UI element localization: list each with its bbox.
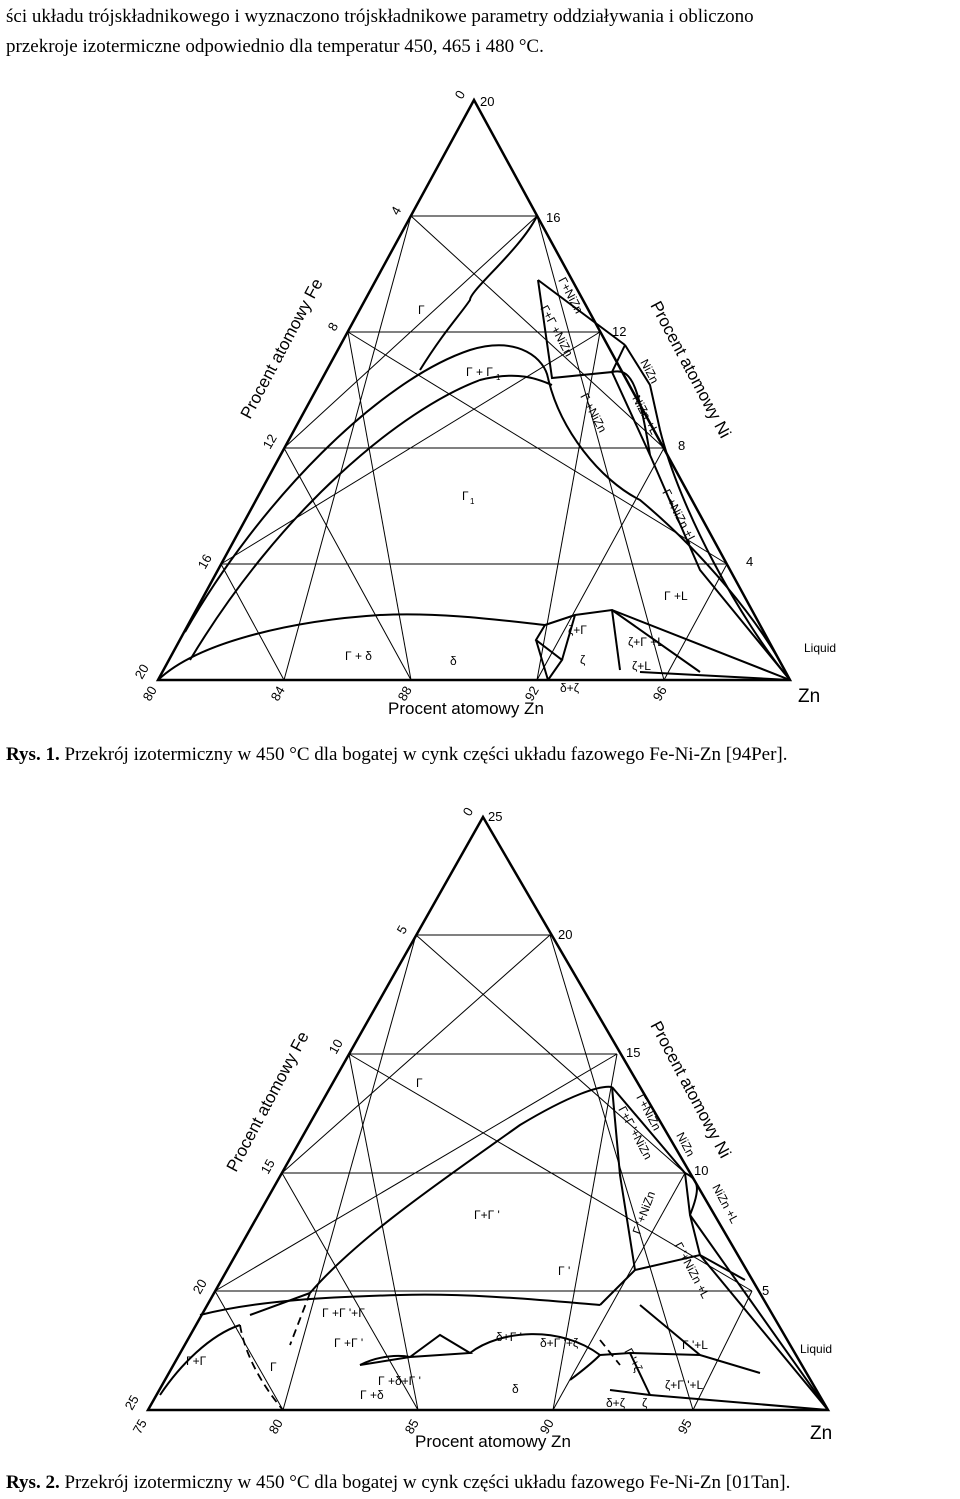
fig1-tick-bottom-88: 88 <box>395 683 415 703</box>
intro-line-1: ści układu trójskładnikowego i wyznaczon… <box>6 6 754 27</box>
fig2-phase-g1-d: Γ +δ <box>360 1388 384 1402</box>
fig2-phase-d-z: δ+ζ <box>606 1396 626 1410</box>
fig2-tick-left-5: 5 <box>394 923 411 937</box>
fig1-tick-left-4: 4 <box>388 204 405 218</box>
fig2-phase-g-g1-g1p: Γ +Γ '+Γ <box>322 1306 365 1320</box>
fig2-phase-z-g1p-l: ζ+Γ '+L <box>665 1378 704 1392</box>
fig2-liquid: Liquid <box>800 1342 832 1356</box>
fig2-tick-left-25: 25 <box>122 1392 142 1412</box>
fig1-tick-left-16: 16 <box>195 551 215 571</box>
fig2-axis-fe: Procent atomowy Fe <box>223 1028 313 1175</box>
fig1-axis-fe: Procent atomowy Fe <box>237 275 327 422</box>
fig1-tick-right-20: 20 <box>480 94 494 109</box>
fig2-phase-d-g1p-z: δ+Γ '+ζ <box>540 1336 579 1350</box>
figure-1-caption-label: Rys. 1. <box>6 744 60 765</box>
fig2-phase-g1-d-g1p: Γ +δ+Γ ' <box>378 1374 421 1388</box>
fig2-tick-left-10: 10 <box>326 1036 346 1056</box>
fig2-phase-nizn9-l: NiZn +L <box>709 1182 741 1226</box>
fig2-tick-left-0: 0 <box>460 805 477 819</box>
fig1-axis-zn: Procent atomowy Zn <box>388 699 544 718</box>
fig1-sub-1: 1 <box>496 373 501 382</box>
fig2-phase-gamma1: Γ <box>270 1360 277 1374</box>
fig2-corner-zn: Zn <box>810 1423 832 1444</box>
fig2-triangle <box>145 814 831 1412</box>
fig1-tick-right-4: 4 <box>746 554 753 569</box>
fig1-tick-left-20: 20 <box>132 661 152 681</box>
figure-2-caption: Rys. 2. Przekrój izotermiczny w 450 °C d… <box>6 1472 790 1494</box>
figure-1-caption: Rys. 1. Przekrój izotermiczny w 450 °C d… <box>6 744 787 766</box>
fig2-phase-g1p-nizn9-l: Γ '+NiZn +L <box>671 1240 712 1301</box>
fig2-phase-gamma-gamma1: Γ+Γ <box>186 1354 207 1368</box>
fig2-phase-gamma-gamma1p: Γ+Γ ' <box>474 1208 500 1222</box>
fig1-tick-bottom-96: 96 <box>650 683 670 703</box>
fig1-tick-left-8: 8 <box>325 320 342 334</box>
fig1-liquid: Liquid <box>804 641 836 655</box>
fig2-phase-g1-g1p: Γ +Γ ' <box>334 1336 363 1350</box>
fig2-tick-right-20: 20 <box>558 927 572 942</box>
fig1-phase-g-g1-nizn9: Γ+Γ +NiZn <box>537 303 576 359</box>
figure-1-caption-text: Przekrój izotermiczny w 450 °C dla bogat… <box>59 744 788 765</box>
fig2-phase-d-g1p: δ+Γ ' <box>496 1330 522 1344</box>
fig1-tick-bottom-80: 80 <box>140 683 160 703</box>
fig2-tick-left-15: 15 <box>258 1156 278 1176</box>
fig2-tick-bottom-80: 80 <box>266 1416 286 1436</box>
fig2-tick-bottom-90: 90 <box>537 1416 557 1436</box>
figure-2-caption-label: Rys. 2. <box>6 1472 60 1493</box>
fig2-tick-right-5: 5 <box>762 1283 769 1298</box>
fig2-tick-right-15: 15 <box>626 1045 640 1060</box>
fig1-tick-bottom-92: 92 <box>522 683 542 703</box>
fig1-axis-ni: Procent atomowy Ni <box>646 298 734 441</box>
fig2-tick-right-25: 25 <box>488 809 502 824</box>
fig2-phase-gamma: Γ <box>416 1076 423 1090</box>
fig2-phase-g1p-l: Γ '+L <box>682 1338 708 1352</box>
fig2-phase-g1p-z: Γ '+ζ <box>621 1346 645 1375</box>
fig1-tick-right-12: 12 <box>612 324 626 339</box>
intro-line-2: przekroje izotermiczne odpowiednio dla t… <box>6 36 544 57</box>
fig1-phase-gamma1-delta: Γ + δ <box>345 649 372 663</box>
fig2-phase-zeta: ζ <box>642 1396 648 1410</box>
fig2-tick-bottom-85: 85 <box>402 1416 422 1436</box>
fig1-tick-right-16: 16 <box>546 210 560 225</box>
fig2-phase-nizn9: NiZn <box>673 1130 697 1159</box>
fig1-tick-right-8: 8 <box>678 438 685 453</box>
fig2-tick-left-20: 20 <box>190 1276 210 1296</box>
fig1-phase-gamma: Γ <box>418 303 425 317</box>
fig1-corner-zn: Zn <box>798 686 820 707</box>
intro-paragraph: ści układu trójskładnikowego i wyznaczon… <box>6 2 956 62</box>
fig1-phase-g1-nizn9-l: Γ +NiZn +L <box>659 487 699 546</box>
fig1-sub-1b: 1 <box>470 497 475 506</box>
fig1-tick-bottom-84: 84 <box>268 683 288 703</box>
fig2-tick-bottom-95: 95 <box>675 1416 695 1436</box>
fig1-phase-zeta-gamma1-l: ζ+Γ +L <box>628 635 664 649</box>
fig2-tick-right-10: 10 <box>694 1163 708 1178</box>
fig1-phase-delta-zeta: δ+ζ <box>560 681 580 695</box>
fig1-phase-zeta-gamma1: ζ+Γ <box>568 623 587 637</box>
fig2-phase-gamma1p: Γ ' <box>558 1264 570 1278</box>
fig1-phase-zeta: ζ <box>580 653 586 667</box>
fig1-tick-left-0: 0 <box>452 88 469 102</box>
fig1-phase-delta: δ <box>450 654 457 668</box>
fig1-triangle <box>155 97 793 682</box>
fig2-axis-zn: Procent atomowy Zn <box>415 1432 571 1451</box>
fig1-tick-left-12: 12 <box>260 431 280 451</box>
figure-1-ternary-diagram: 0 4 8 12 16 20 20 16 12 8 4 80 84 88 92 … <box>132 88 836 718</box>
fig2-phase-delta: δ <box>512 1382 519 1396</box>
fig1-phase-gamma-gamma1: Γ + Γ <box>466 365 493 379</box>
figure-2-caption-text: Przekrój izotermiczny w 450 °C dla bogat… <box>59 1472 791 1493</box>
fig1-phase-gamma1-l: Γ +L <box>664 589 688 603</box>
fig1-phase-zeta-l: ζ+L <box>632 659 651 673</box>
fig2-tick-bottom-75: 75 <box>130 1416 150 1436</box>
figure-2-ternary-diagram: 0 5 10 15 20 25 25 20 15 10 5 75 80 85 9… <box>122 805 833 1451</box>
fig1-phase-gamma1: Γ <box>462 489 469 503</box>
